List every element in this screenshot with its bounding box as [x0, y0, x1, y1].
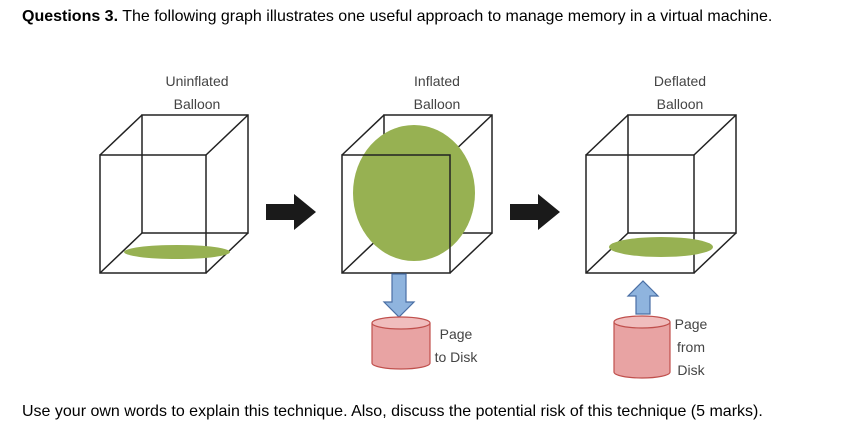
disk-page-out — [371, 316, 431, 370]
disk-page-in — [613, 315, 671, 379]
label-page-from-disk-2: from — [677, 339, 705, 355]
question-text: Questions 3. The following graph illustr… — [22, 5, 822, 29]
label-deflated-2: Balloon — [657, 96, 704, 112]
instruction-text: Use your own words to explain this techn… — [22, 403, 763, 420]
page-out-arrow — [382, 273, 416, 318]
deflated-cube — [585, 114, 737, 274]
page-in-arrow — [626, 280, 660, 315]
deflated-balloon — [609, 237, 713, 257]
label-inflated-2: Balloon — [414, 96, 461, 112]
uninflated-cube — [99, 114, 249, 274]
step-arrow-2 — [510, 194, 560, 230]
label-uninflated-2: Balloon — [174, 96, 221, 112]
label-page-from-disk-3: Disk — [677, 362, 705, 378]
step-arrow-1 — [266, 194, 316, 230]
label-deflated-1: Deflated — [654, 73, 706, 89]
uninflated-balloon — [124, 245, 230, 259]
label-uninflated-1: Uninflated — [165, 73, 228, 89]
label-page-to-disk-2: to Disk — [435, 349, 479, 365]
question-number: Questions 3. — [22, 8, 119, 25]
label-inflated-1: Inflated — [414, 73, 460, 89]
label-page-from-disk-1: Page — [675, 316, 708, 332]
inflated-balloon — [353, 125, 475, 261]
inflated-cube-front — [341, 154, 451, 274]
question-body: The following graph illustrates one usef… — [118, 8, 773, 25]
label-page-to-disk-1: Page — [440, 326, 473, 342]
